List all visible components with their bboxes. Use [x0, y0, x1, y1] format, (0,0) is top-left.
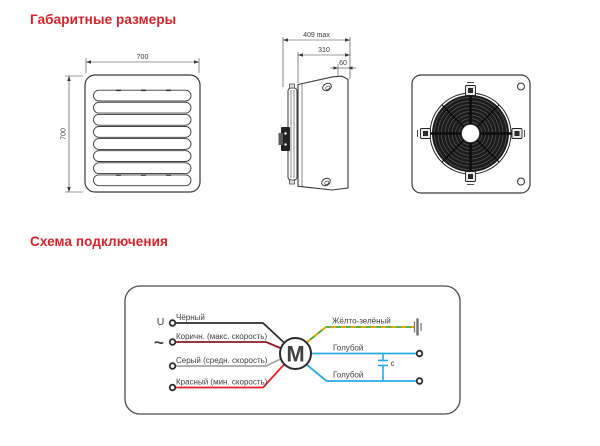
side-body-panel [297, 75, 349, 191]
terminal-icon [168, 338, 177, 346]
capacitor-symbol [378, 353, 388, 381]
dim-label-front-height: 700 [61, 128, 68, 140]
capacitor-label: c [391, 359, 395, 368]
wire-label-black: Чёрный [176, 313, 205, 322]
grille-louvers [93, 89, 192, 187]
fan-guard [427, 90, 514, 177]
guard-clips [417, 82, 525, 185]
wire-gray [175, 357, 282, 367]
section-heading-wiring: Схема подключения [30, 234, 168, 249]
terminal-icon [168, 362, 177, 370]
rear-view-drawing [411, 74, 531, 194]
wire-red [175, 363, 286, 389]
dim-label-side-depth-max: 409 max [303, 32, 330, 39]
motor-symbol [279, 337, 312, 370]
wire-label-blue-top: Голубой [333, 344, 363, 353]
plate-hole-top [516, 82, 526, 91]
ac-symbol: ~ [154, 333, 164, 352]
section-heading-dimensions: Габаритные размеры [30, 12, 177, 27]
earth-ground-icon [413, 318, 422, 336]
side-screw-holes [321, 82, 332, 187]
wire-brown [175, 341, 282, 350]
dim-label-side-depth: 310 [318, 47, 330, 54]
wire-black [175, 322, 286, 344]
wire-blue-bottom [305, 363, 417, 382]
wire-label-brown: Коричн. (макс. скорость) [176, 332, 267, 341]
dim-label-side-flange: 60 [339, 60, 347, 67]
motor-label: M [286, 342, 304, 367]
wire-yellow-green-dashes [305, 326, 414, 344]
side-view-drawing: 409 max 310 60 [278, 32, 356, 191]
terminal-icon [415, 349, 424, 358]
side-motor-hub [278, 127, 290, 151]
fan-hub [461, 124, 480, 143]
plate-hole-bottom [516, 177, 526, 186]
wiring-diagram: U ~ c [124, 285, 461, 415]
grille-louver-ticks [116, 89, 171, 176]
wire-label-red: Красный (мин. скорость) [176, 378, 268, 387]
terminal-icon [168, 319, 177, 327]
front-view-drawing: 700 700 [61, 54, 201, 193]
dim-label-front-width: 700 [137, 54, 149, 61]
terminal-icon [415, 377, 424, 385]
terminal-icon [168, 383, 177, 392]
voltage-label: U [157, 316, 165, 328]
wire-label-gray: Серый (средн. скорость) [176, 356, 268, 365]
wire-label-blue-bottom: Голубой [333, 371, 363, 380]
wire-label-yellow-green: Жёлто-зелёный [332, 317, 391, 326]
